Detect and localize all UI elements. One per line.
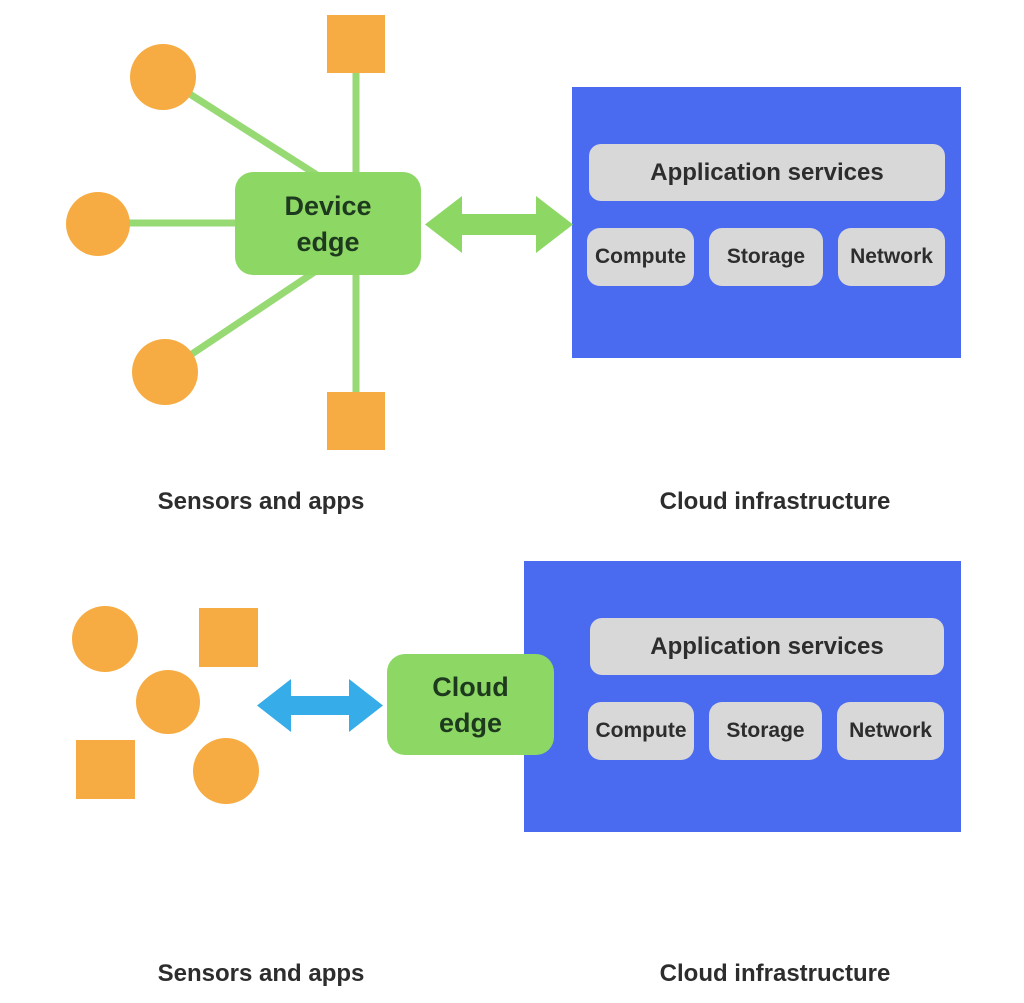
app-square xyxy=(199,608,258,667)
cloud-edge-node: Cloud edge xyxy=(387,654,554,755)
sensor-circle xyxy=(130,44,196,110)
storage-box: Storage xyxy=(709,228,823,286)
sensor-circle xyxy=(132,339,198,405)
compute-box: Compute xyxy=(587,228,694,286)
compute-label: Compute xyxy=(595,245,686,268)
app-square xyxy=(76,740,135,799)
app-square xyxy=(327,392,385,450)
cloud-edge-label-line1: Cloud xyxy=(432,671,509,702)
blue-double-arrow-icon xyxy=(257,679,383,732)
device-edge-node: Device edge xyxy=(235,172,421,275)
sensor-circle xyxy=(136,670,200,734)
sensor-circle xyxy=(193,738,259,804)
storage-label: Storage xyxy=(726,719,805,742)
device-edge-label-line1: Device xyxy=(284,190,372,221)
cloud-infrastructure-label: Cloud infrastructure xyxy=(659,488,891,515)
sensor-circle xyxy=(66,192,130,256)
device-edge-label-line2: edge xyxy=(296,226,360,257)
cloud-infrastructure-box: Application services Compute Storage Net… xyxy=(524,561,961,832)
application-services-label: Application services xyxy=(650,158,884,186)
storage-label: Storage xyxy=(726,245,806,268)
compute-label: Compute xyxy=(595,719,687,742)
network-box: Network xyxy=(838,228,945,286)
application-services-box: Application services xyxy=(589,144,945,201)
green-double-arrow-icon xyxy=(425,196,573,253)
sensors-and-apps-label: Sensors and apps xyxy=(157,960,365,987)
storage-box: Storage xyxy=(709,702,822,760)
compute-box: Compute xyxy=(588,702,694,760)
sensors-and-apps-label: Sensors and apps xyxy=(157,488,365,515)
application-services-label: Application services xyxy=(650,632,884,660)
application-services-box: Application services xyxy=(590,618,944,675)
cloud-infrastructure-label: Cloud infrastructure xyxy=(659,960,891,987)
cloud-edge-label-line2: edge xyxy=(438,707,503,738)
app-square xyxy=(327,15,385,73)
network-label: Network xyxy=(850,245,933,268)
network-label: Network xyxy=(849,719,932,742)
network-box: Network xyxy=(837,702,944,760)
sensor-circle xyxy=(72,606,138,672)
cloud-infrastructure-box: Application services Compute Storage Net… xyxy=(572,87,961,358)
